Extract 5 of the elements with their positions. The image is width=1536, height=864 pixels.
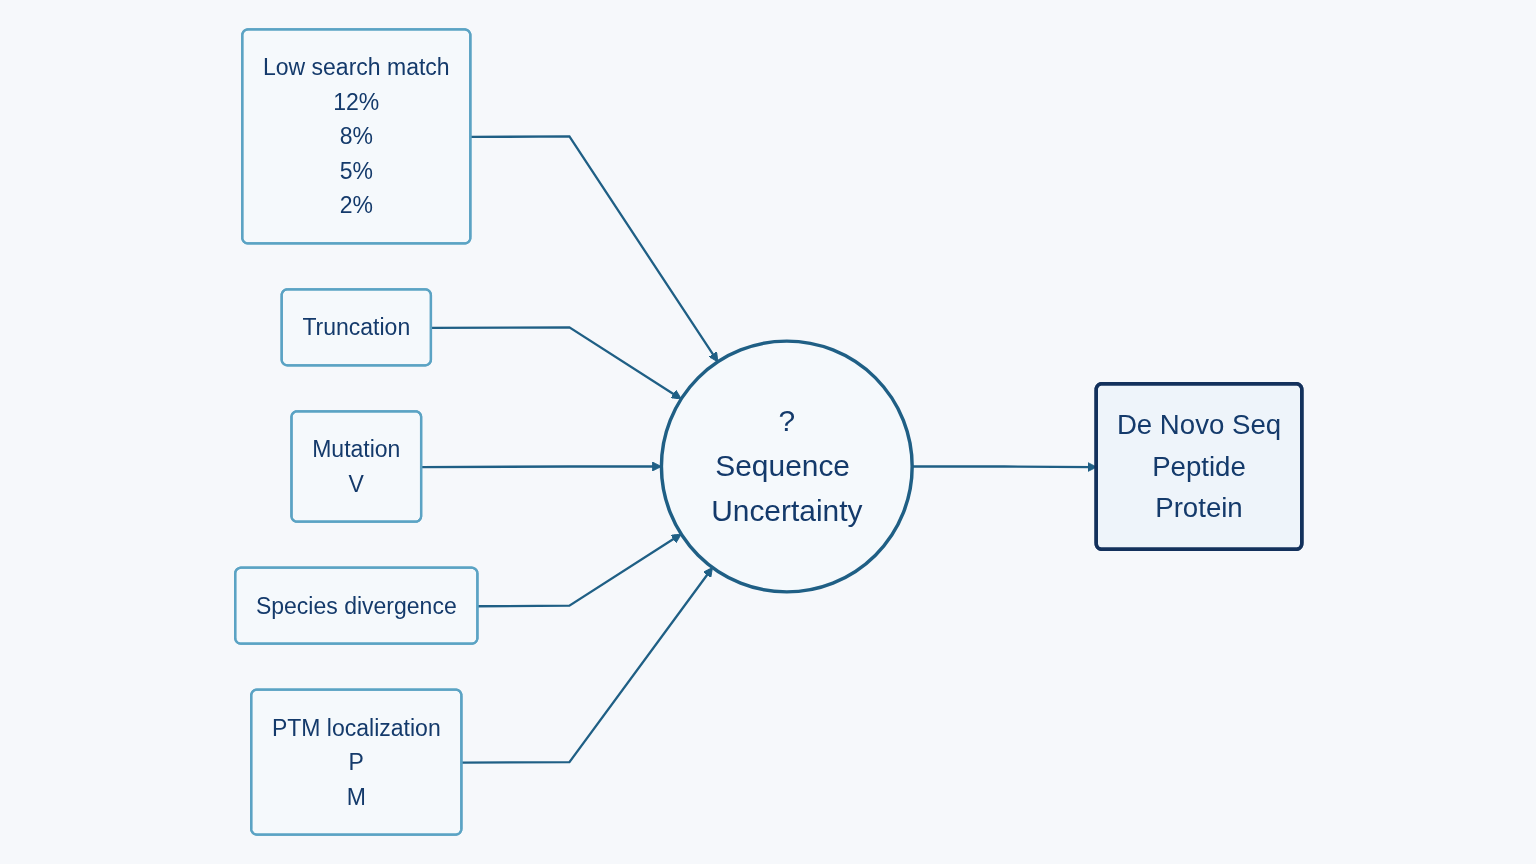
arrow	[431, 326, 682, 400]
arrow	[470, 135, 718, 363]
arrow	[461, 567, 713, 764]
node-circle: ? Sequence Uncertainty	[659, 339, 914, 594]
arrow	[477, 533, 682, 608]
